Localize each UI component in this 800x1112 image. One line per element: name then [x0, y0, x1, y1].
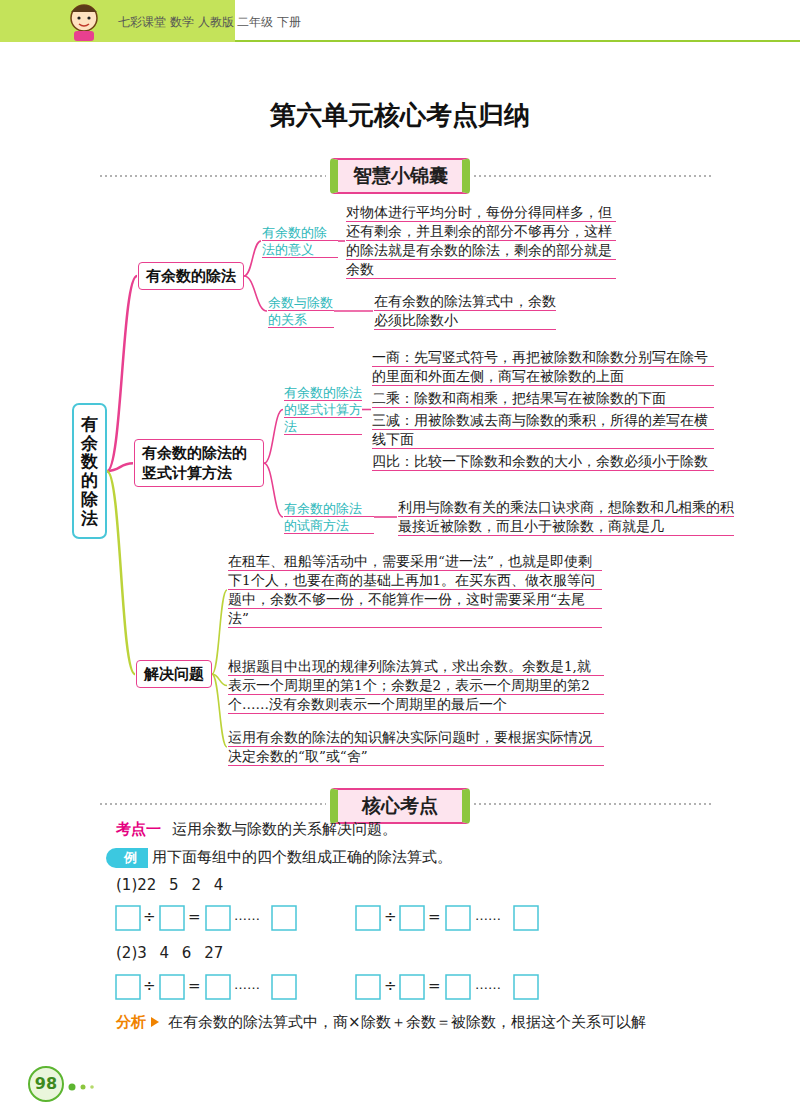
node-text: 有余数的除法	[146, 266, 236, 286]
node-text: 一商：先写竖式符号，再把被除数和除数分别写在除号的里面和外面左侧，商写在被除数的…	[372, 348, 714, 386]
remainder-dots: ……	[234, 908, 260, 923]
analysis-tag: 分析	[116, 1013, 146, 1032]
equal-sign: =	[188, 977, 201, 995]
page-number-ring	[29, 1067, 63, 1101]
note-text: 根据题目中出现的规律列除法算式，求出余数。余数是1,就表示一个周期里的第1个；余…	[228, 657, 604, 714]
page-number: 98	[29, 1074, 63, 1093]
remainder-dots: ……	[475, 908, 501, 923]
node-text: 有余数的除法	[81, 415, 98, 527]
mindmap-branch	[107, 463, 133, 471]
note-text: 运用有余数的除法的知识解决实际问题时，要根据实际情况决定余数的“取”或“舍”	[228, 728, 604, 766]
answer-box	[116, 906, 538, 999]
node-text: 解决问题	[144, 664, 204, 684]
topic-label: 有余数的除法的竖式计算方法	[284, 384, 362, 435]
remainder-dots: ……	[234, 977, 260, 992]
mindmap-branch	[374, 516, 397, 518]
note-text: 在租车、租船等活动中，需要采用“进一法”，也就是即使剩下1个人，也要在商的基础上…	[228, 552, 602, 628]
root-box: 有余数的除法	[72, 403, 107, 539]
question-text: 用下面每组中的四个数组成正确的除法算式。	[152, 848, 452, 867]
node-text: 在租车、租船等活动中，需要采用“进一法”，也就是即使剩下1个人，也要在商的基础上…	[228, 552, 602, 628]
mindmap-branch	[212, 590, 227, 674]
mindmap-branch	[338, 240, 345, 242]
divide-sign: ÷	[143, 908, 156, 926]
node-text: 运用有余数的除法的知识解决实际问题时，要根据实际情况决定余数的“取”或“舍”	[228, 728, 604, 766]
divide-sign: ÷	[143, 977, 156, 995]
node-text: 有余数的除法的竖式计算方法	[284, 384, 362, 435]
mindmap-branch	[334, 310, 373, 312]
mindmap-branch	[362, 409, 371, 411]
dotted-rule	[100, 176, 712, 804]
number-group: (2)3 4 6 27	[116, 944, 223, 962]
note-text: 在有余数的除法算式中，余数必须比除数小	[374, 292, 556, 330]
branch-box: 解决问题	[136, 660, 212, 688]
topic-label: 余数与除数的关系	[268, 294, 334, 328]
node-text: 核心考点	[344, 793, 456, 819]
mindmap-branch	[244, 241, 261, 276]
node-text: 有余数的除法的试商方法	[284, 500, 374, 534]
running-header: 七彩课堂 数学 人教版 二年级 下册	[118, 14, 301, 31]
mindmap-branch	[107, 471, 135, 674]
section-banner: 智慧小锦囊	[330, 158, 470, 194]
note-group: 一商：先写竖式符号，再把被除数和除数分别写在除号的里面和外面左侧，商写在被除数的…	[372, 348, 714, 471]
node-text: 利用与除数有关的乘法口诀求商，想除数和几相乘的积最接近被除数，而且小于被除数，商…	[398, 498, 734, 536]
equal-sign: =	[428, 977, 441, 995]
remainder-dots: ……	[475, 977, 501, 992]
node-text: 有余数的除法的意义	[262, 224, 338, 258]
node-text: 二乘：除数和商相乘，把结果写在被除数的下面	[372, 389, 714, 408]
mindmap-branch	[264, 410, 283, 464]
branch-box: 有余数的除法的竖式计算方法	[134, 439, 264, 487]
mindmap-branch	[212, 674, 227, 747]
node-text: 有余数的除法的竖式计算方法	[142, 443, 256, 483]
equal-sign: =	[188, 908, 201, 926]
node-text: 在有余数的除法算式中，余数必须比除数小	[374, 292, 556, 330]
note-text: 对物体进行平均分时，每份分得同样多，但还有剩余，并且剩余的部分不够再分，这样的除…	[346, 203, 616, 279]
node-text: 根据题目中出现的规律列除法算式，求出余数。余数是1,就表示一个周期里的第1个；余…	[228, 657, 604, 714]
analysis-text: 在有余数的除法算式中，商×除数＋余数＝被除数，根据这个关系可以解	[168, 1013, 646, 1032]
mindmap-branch	[107, 276, 137, 471]
point-tag: 考点一	[116, 820, 161, 839]
branch-box: 有余数的除法	[138, 262, 244, 290]
divide-sign: ÷	[384, 908, 397, 926]
note-text: 利用与除数有关的乘法口诀求商，想除数和几相乘的积最接近被除数，而且小于被除数，商…	[398, 498, 734, 536]
cartoon-figure	[71, 5, 97, 41]
mindmap-branch	[244, 276, 267, 311]
divide-sign: ÷	[384, 977, 397, 995]
topic-label: 有余数的除法的意义	[262, 224, 338, 258]
topic-label: 有余数的除法的试商方法	[284, 500, 374, 534]
mindmap-branch	[264, 463, 283, 517]
page-dot	[81, 1085, 86, 1090]
page-title: 第六单元核心考点归纳	[0, 98, 800, 133]
example-badge	[106, 848, 148, 868]
number-group: (1)22 5 2 4	[116, 876, 223, 894]
equal-sign: =	[428, 908, 441, 926]
node-text: 三减：用被除数减去商与除数的乘积，所得的差写在横线下面	[372, 411, 714, 449]
point-text: 运用余数与除数的关系解决问题。	[172, 820, 397, 839]
node-text: 四比：比较一下除数和余数的大小，余数必须小于除数	[372, 452, 714, 471]
page-dot	[90, 1085, 94, 1089]
node-text: 对物体进行平均分时，每份分得同样多，但还有剩余，并且剩余的部分不够再分，这样的除…	[346, 203, 616, 279]
example-tag: 例	[124, 849, 137, 867]
analysis-arrow	[151, 1017, 159, 1027]
node-text: 余数与除数的关系	[268, 294, 334, 328]
node-text: 智慧小锦囊	[344, 163, 456, 189]
section-banner: 核心考点	[330, 788, 470, 824]
header-line	[235, 40, 800, 42]
page-dot	[69, 1084, 76, 1091]
